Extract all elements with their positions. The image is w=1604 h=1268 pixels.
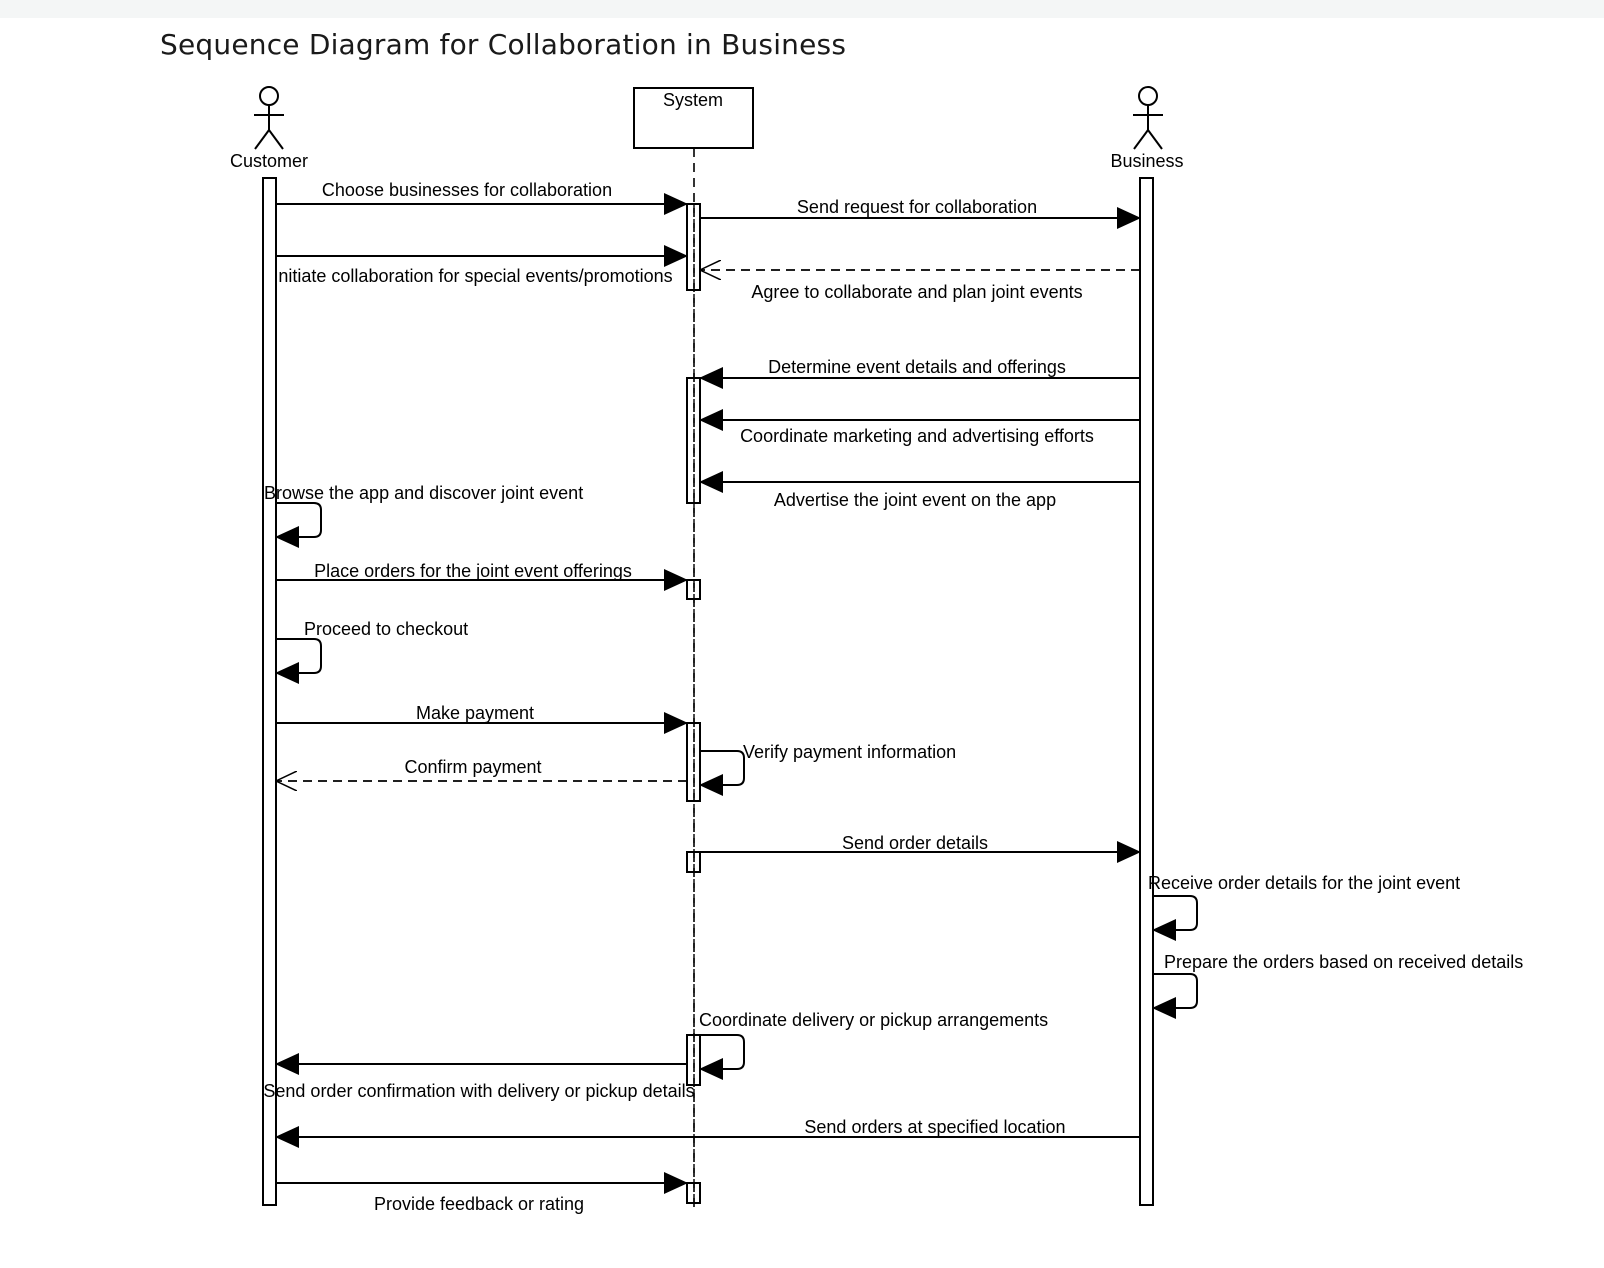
- message-label: Determine event details and offerings: [768, 357, 1066, 377]
- message-send-request: Send request for collaboration: [700, 197, 1141, 229]
- message-label: Choose businesses for collaboration: [322, 180, 612, 200]
- business-head-icon: [1138, 86, 1158, 106]
- message-confirm-payment: Confirm payment: [276, 757, 687, 781]
- message-send-order-confirmation: Send order confirmation with delivery or…: [263, 1053, 695, 1101]
- message-label: Send orders at specified location: [804, 1117, 1065, 1137]
- message-label: Make payment: [416, 703, 534, 723]
- message-advertise-joint-event: Advertise the joint event on the app: [699, 471, 1140, 510]
- customer-head-icon: [259, 86, 279, 106]
- message-label: Initiate collaboration for special event…: [273, 266, 672, 286]
- message-send-order-details: Send order details: [700, 833, 1141, 863]
- participant-system: System: [633, 87, 754, 149]
- message-label: Place orders for the joint event offerin…: [314, 561, 632, 581]
- business-label: Business: [1110, 151, 1183, 171]
- message-determine-event-details: Determine event details and offerings: [699, 357, 1140, 389]
- business-lifeline-bar: [1139, 177, 1154, 1206]
- message-label: Send order confirmation with delivery or…: [263, 1081, 694, 1101]
- message-choose-businesses: Choose businesses for collaboration: [276, 180, 688, 215]
- message-browse-app: Browse the app and discover joint event: [264, 483, 583, 548]
- system-label: System: [663, 90, 723, 110]
- message-label: Coordinate marketing and advertising eff…: [740, 426, 1094, 446]
- message-provide-feedback: Provide feedback or rating: [276, 1172, 688, 1214]
- message-prepare-orders: Prepare the orders based on received det…: [1152, 952, 1523, 1019]
- message-place-orders: Place orders for the joint event offerin…: [276, 561, 688, 591]
- message-label: Receive order details for the joint even…: [1148, 873, 1460, 893]
- message-label: Send request for collaboration: [797, 197, 1037, 217]
- customer-lifeline-bar: [262, 177, 277, 1206]
- message-label: Provide feedback or rating: [374, 1194, 584, 1214]
- message-coordinate-marketing: Coordinate marketing and advertising eff…: [699, 409, 1140, 446]
- message-label: Confirm payment: [404, 757, 541, 777]
- message-label: Advertise the joint event on the app: [774, 490, 1056, 510]
- message-verify-payment: Verify payment information: [699, 742, 956, 796]
- message-receive-order-details: Receive order details for the joint even…: [1148, 873, 1460, 941]
- message-label: Proceed to checkout: [304, 619, 468, 639]
- message-label: Browse the app and discover joint event: [264, 483, 583, 503]
- message-label: Verify payment information: [743, 742, 956, 762]
- message-coordinate-delivery: Coordinate delivery or pickup arrangemen…: [699, 1010, 1048, 1080]
- message-make-payment: Make payment: [276, 703, 688, 734]
- message-label: Prepare the orders based on received det…: [1164, 952, 1523, 972]
- message-proceed-checkout: Proceed to checkout: [275, 619, 468, 684]
- customer-label: Customer: [230, 151, 308, 171]
- message-label: Send order details: [842, 833, 988, 853]
- message-agree-collaborate: Agree to collaborate and plan joint even…: [700, 270, 1140, 302]
- top-bar: [0, 0, 1604, 18]
- message-label: Agree to collaborate and plan joint even…: [751, 282, 1082, 302]
- message-label: Coordinate delivery or pickup arrangemen…: [699, 1010, 1048, 1030]
- message-initiate-collaboration: Initiate collaboration for special event…: [273, 245, 688, 286]
- page-title: Sequence Diagram for Collaboration in Bu…: [160, 28, 847, 61]
- actor-business: Business: [1110, 86, 1184, 171]
- message-send-orders-location: Send orders at specified location: [275, 1117, 1140, 1148]
- actor-customer: Customer: [230, 86, 308, 171]
